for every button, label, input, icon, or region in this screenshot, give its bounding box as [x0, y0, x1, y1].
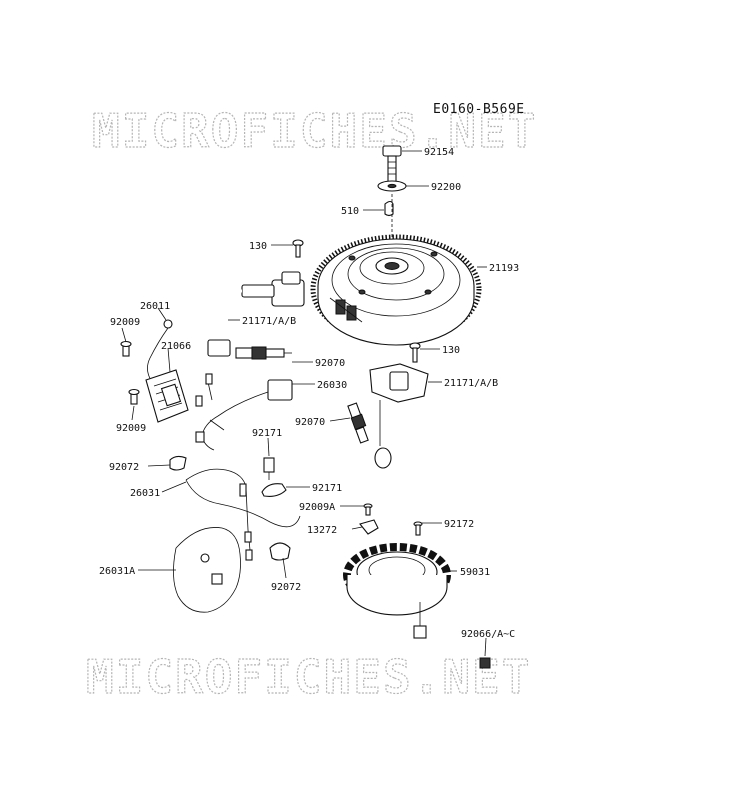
label-92070-upper: 92070	[315, 358, 345, 369]
harness-26030	[195, 373, 293, 451]
label-26011: 26011	[140, 301, 170, 312]
label-13272: 13272	[307, 525, 337, 536]
screw-92009-upper	[120, 340, 132, 357]
connector-92171-lower	[261, 483, 287, 497]
spark-plug-92070-upper	[235, 346, 292, 360]
nut-92066	[479, 657, 491, 669]
washer-92200	[377, 180, 407, 192]
regulator-21066	[145, 369, 189, 423]
label-92172: 92172	[444, 519, 474, 530]
label-92171-lower: 92171	[312, 483, 342, 494]
label-26030: 26030	[317, 380, 347, 391]
diagram-code: E0160-B569E	[433, 102, 525, 117]
label-21066: 21066	[161, 341, 191, 352]
label-26031: 26031	[130, 488, 160, 499]
flywheel-bolt-92154	[382, 145, 402, 183]
connector-92072-lower	[269, 542, 291, 561]
key-510	[384, 200, 394, 217]
label-92070-lower: 92070	[295, 417, 325, 428]
label-92009-upper: 92009	[110, 317, 140, 328]
label-92154: 92154	[424, 147, 454, 158]
watermark-top: MICROFICHES.NET	[92, 104, 537, 158]
harness-26031	[169, 455, 301, 561]
label-59031: 59031	[460, 567, 490, 578]
label-92066: 92066/A~C	[461, 629, 515, 640]
bolt-130-upper	[292, 239, 304, 258]
label-92200: 92200	[431, 182, 461, 193]
label-510: 510	[341, 206, 359, 217]
label-21171-lower: 21171/A/B	[444, 378, 498, 389]
label-92009-lower: 92009	[116, 423, 146, 434]
label-130-lower: 130	[442, 345, 460, 356]
wire-26011	[147, 319, 173, 383]
ignition-coil-upper-21171	[207, 271, 305, 357]
leader-lines	[121, 150, 487, 657]
screw-92009A	[363, 503, 373, 516]
screw-92172	[413, 521, 423, 536]
spark-plug-92070-lower	[347, 402, 369, 444]
label-92009A: 92009A	[299, 502, 335, 513]
label-92072-upper: 92072	[109, 462, 139, 473]
clamp-13272	[359, 519, 379, 535]
label-92171-upper: 92171	[252, 428, 282, 439]
label-92072-lower: 92072	[271, 582, 301, 593]
watermark-bottom: MICROFICHES.NET	[86, 650, 531, 704]
ignition-coil-lower-21171	[369, 363, 429, 469]
label-130-upper: 130	[249, 241, 267, 252]
connector-92171-upper	[263, 457, 275, 480]
harness-26031A	[173, 527, 241, 613]
flywheel-21193	[310, 234, 482, 346]
screw-92009-lower	[128, 388, 140, 405]
bolt-130-lower	[409, 342, 421, 363]
label-26031A: 26031A	[99, 566, 135, 577]
label-21171-upper: 21171/A/B	[242, 316, 296, 327]
stator-59031	[343, 543, 451, 639]
label-21193: 21193	[489, 263, 519, 274]
